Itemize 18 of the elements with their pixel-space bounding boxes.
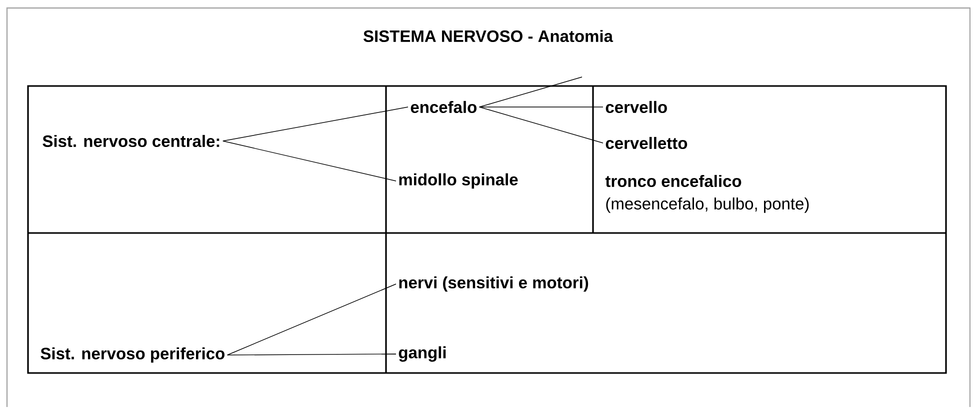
connector-line xyxy=(226,284,396,356)
note: (mesencefalo, bulbo, ponte) xyxy=(606,197,809,213)
node-label: encefalo xyxy=(410,100,476,114)
connector-line xyxy=(222,140,396,182)
node-label: nervi (sensitivi e motori) xyxy=(399,276,588,292)
connector-line xyxy=(479,106,604,144)
node-label: tronco encefalico xyxy=(605,174,742,188)
connector-line xyxy=(222,106,408,142)
node-label: Sist. nervoso centrale: xyxy=(42,134,220,148)
node-label: Sist. nervoso periferico xyxy=(40,347,224,363)
node-label: gangli xyxy=(398,346,446,362)
connector-line xyxy=(226,354,396,356)
title: SISTEMA NERVOSO - Anatomia xyxy=(364,30,614,42)
node-label: cervello xyxy=(606,100,667,114)
connector-line xyxy=(479,76,582,108)
connector-line xyxy=(479,106,604,108)
node-label: cervelletto xyxy=(606,136,688,150)
node-label: midollo spinale xyxy=(399,173,518,189)
